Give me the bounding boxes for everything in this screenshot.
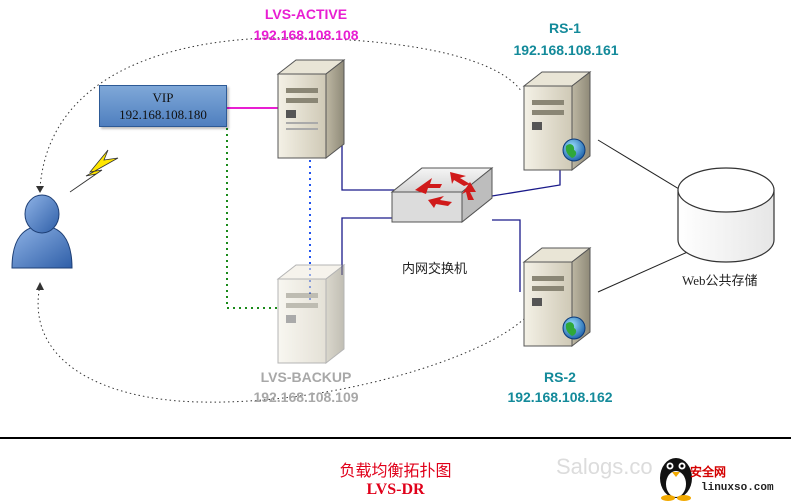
caption-subtitle: LVS-DR (366, 481, 425, 498)
client-request-curve (39, 37, 523, 189)
lvs-active-server-icon (276, 58, 346, 160)
caption-title: 负载均衡拓扑图 (339, 463, 452, 480)
lvs-backup-name: LVS-BACKUP (260, 369, 352, 385)
storage-link-rs2 (597, 249, 693, 293)
heartbeat-link-green (226, 128, 278, 309)
rs2-name: RS-2 (544, 369, 576, 385)
arrow-head-top (36, 186, 44, 193)
lvs-backup-server-icon (276, 263, 346, 365)
rs2-ip: 192.168.108.162 (507, 389, 613, 405)
vip-ip: 192.168.108.180 (119, 107, 207, 122)
brand-url: linuxso.com (701, 482, 774, 494)
vip-label: VIP (152, 90, 174, 105)
switch-label: 内网交换机 (402, 261, 468, 276)
switch-icon (390, 166, 494, 224)
rs1-ip: 192.168.108.161 (513, 42, 619, 58)
arrow-head-bottom (36, 282, 44, 290)
storage-label: Web公共存储 (682, 273, 758, 288)
client-user-icon (11, 194, 73, 269)
watermark-text: Salogs.co (556, 454, 653, 479)
lvs-active-ip: 192.168.108.108 (253, 27, 359, 43)
lvs-active-name: LVS-ACTIVE (264, 6, 348, 22)
rs1-globe-icon (562, 138, 586, 162)
rs1-name: RS-1 (549, 20, 581, 36)
vip-box: VIP 192.168.108.180 (99, 85, 227, 127)
brand-name: 安全网 (690, 465, 727, 479)
lvs-backup-ip: 192.168.108.109 (253, 389, 359, 405)
penguin-logo-icon (660, 458, 692, 501)
storage-cylinder-icon (677, 167, 775, 263)
rs2-globe-icon (562, 316, 586, 340)
lightning-icon (69, 149, 119, 193)
rs2-server-icon (522, 246, 592, 348)
